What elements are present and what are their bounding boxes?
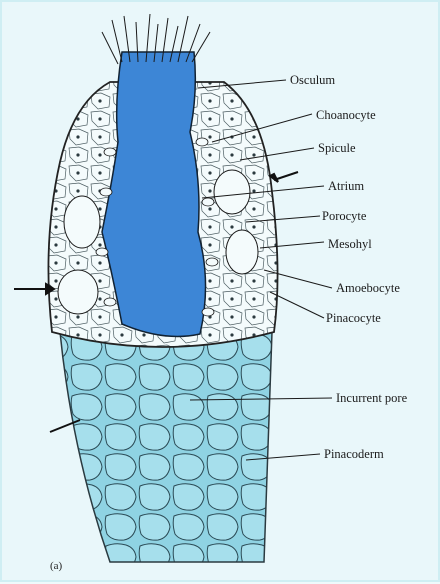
label-porocyte: Porocyte [322, 209, 366, 223]
label-choanocyte: Choanocyte [316, 108, 376, 122]
label-osculum: Osculum [290, 73, 335, 87]
label-pinacoderm: Pinacoderm [324, 447, 384, 461]
label-amoebocyte: Amoebocyte [336, 281, 400, 295]
label-atrium: Atrium [328, 179, 364, 193]
label-pinacocyte: Pinacocyte [326, 311, 381, 325]
figure-caption: (a) [50, 560, 62, 572]
label-mesohyl: Mesohyl [328, 237, 372, 251]
label-incurrent-pore: Incurrent pore [336, 391, 407, 405]
atrium-cavity [102, 52, 206, 336]
pinacoderm-body [60, 332, 272, 562]
label-spicule: Spicule [318, 141, 356, 155]
